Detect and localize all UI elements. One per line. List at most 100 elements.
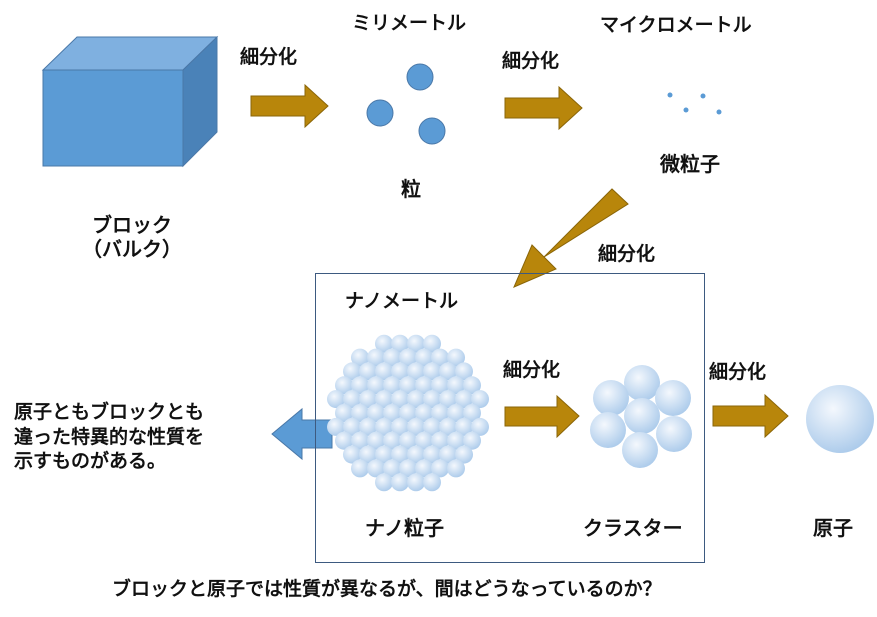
- nano-sphere: [399, 404, 417, 422]
- nano-sphere: [351, 431, 369, 450]
- nano-sphere: [391, 417, 409, 436]
- nano-sphere: [351, 376, 369, 395]
- nano-sphere: [447, 431, 465, 450]
- arrow-nano-to-cluster: [504, 394, 580, 439]
- nano-sphere: [431, 348, 449, 367]
- atom-cluster: [590, 365, 692, 468]
- nanometer-scale-label: ナノメートル: [345, 290, 459, 312]
- nano-sphere: [383, 431, 401, 450]
- nano-sphere: [399, 376, 417, 395]
- millimeter-particles: [366, 63, 446, 145]
- nano-sphere: [375, 417, 393, 436]
- nano-sphere: [463, 404, 481, 422]
- millimeter-name-label: 粒: [401, 177, 421, 201]
- nano-sphere: [399, 348, 417, 367]
- nano-sphere: [463, 376, 481, 395]
- nano-sphere: [431, 376, 449, 395]
- nano-sphere: [431, 459, 449, 478]
- nano-sphere: [447, 404, 465, 422]
- nano-sphere: [375, 362, 393, 381]
- nanometer-name-label: ナノ粒子: [365, 516, 444, 540]
- atom-name-label: 原子: [813, 516, 853, 540]
- nano-sphere: [447, 348, 465, 367]
- nano-sphere: [415, 404, 433, 422]
- nano-sphere: [455, 390, 473, 409]
- nano-sphere: [327, 390, 345, 409]
- micrometer-scale-label: マイクロメートル: [600, 14, 752, 36]
- arrow-milli-to-micro: [504, 85, 583, 131]
- bulk-sub: （バルク）: [82, 237, 182, 261]
- nano-sphere: [335, 404, 353, 422]
- nano-sphere: [423, 362, 441, 381]
- nano-sphere: [367, 431, 385, 450]
- nano-sphere: [439, 362, 457, 381]
- nano-sphere: [415, 431, 433, 450]
- nano-sphere: [367, 404, 385, 422]
- nano-sphere: [431, 404, 449, 422]
- nano-sphere: [447, 376, 465, 395]
- single-atom: [806, 385, 874, 453]
- nano-sphere: [423, 390, 441, 409]
- nano-sphere: [407, 417, 425, 436]
- nano-sphere: [407, 473, 425, 492]
- nano-sphere: [343, 390, 361, 409]
- nano-sphere: [407, 334, 425, 353]
- side-note: 原子ともブロックとも 違った特異的な性質を 示すものがある。: [14, 400, 204, 474]
- nano-sphere: [383, 376, 401, 395]
- nano-sphere: [359, 362, 377, 381]
- nano-sphere: [343, 417, 361, 436]
- nano-sphere: [423, 417, 441, 436]
- nano-sphere: [423, 445, 441, 464]
- nano-sphere: [367, 459, 385, 478]
- arrow-micro-to-nano: [513, 188, 629, 288]
- nano-sphere: [455, 445, 473, 464]
- nano-sphere: [335, 376, 353, 395]
- nano-sphere: [375, 473, 393, 492]
- nano-sphere: [463, 431, 481, 450]
- nano-sphere: [391, 390, 409, 409]
- nano-sphere: [471, 390, 489, 409]
- nano-sphere: [359, 417, 377, 436]
- nano-sphere: [415, 459, 433, 478]
- bulk-name: ブロック: [92, 213, 172, 237]
- micrometer-particles: [667, 92, 722, 115]
- nano-sphere: [439, 445, 457, 464]
- nano-sphere: [383, 404, 401, 422]
- nano-sphere: [391, 445, 409, 464]
- side-note-line-2: 違った特異的な性質を: [14, 425, 205, 448]
- nano-sphere: [375, 334, 393, 353]
- nano-sphere: [455, 417, 473, 436]
- nano-sphere: [471, 417, 489, 436]
- nano-sphere: [351, 404, 369, 422]
- nano-sphere: [343, 362, 361, 381]
- nano-sphere: [439, 390, 457, 409]
- nano-sphere: [455, 362, 473, 381]
- nano-sphere: [415, 348, 433, 367]
- bulk-label: ブロック （バルク）: [82, 213, 182, 261]
- nano-sphere: [423, 334, 441, 353]
- nano-sphere: [439, 417, 457, 436]
- nano-sphere: [423, 473, 441, 492]
- bulk-block-shape: [41, 35, 219, 168]
- nano-sphere: [399, 459, 417, 478]
- nanoparticle-cluster: [327, 334, 489, 492]
- footer-question: ブロックと原子では性質が異なるが、間はどうなっているのか？: [112, 578, 662, 600]
- arrow-label-5: 細分化: [709, 361, 767, 383]
- nano-sphere: [391, 362, 409, 381]
- nano-sphere: [383, 459, 401, 478]
- arrow-label-4: 細分化: [503, 359, 561, 381]
- nano-sphere: [407, 362, 425, 381]
- nano-sphere: [327, 417, 345, 436]
- nano-sphere: [399, 431, 417, 450]
- nano-sphere: [367, 348, 385, 367]
- nano-sphere: [359, 390, 377, 409]
- arrow-bulk-to-milli: [250, 83, 329, 129]
- nano-sphere: [351, 459, 369, 478]
- nanometer-frame: [315, 273, 705, 563]
- nano-sphere: [407, 445, 425, 464]
- side-note-line-1: 原子ともブロックとも: [14, 401, 205, 423]
- nano-sphere: [383, 348, 401, 367]
- arrow-label-3: 細分化: [598, 243, 656, 265]
- arrow-label-2: 細分化: [502, 50, 560, 72]
